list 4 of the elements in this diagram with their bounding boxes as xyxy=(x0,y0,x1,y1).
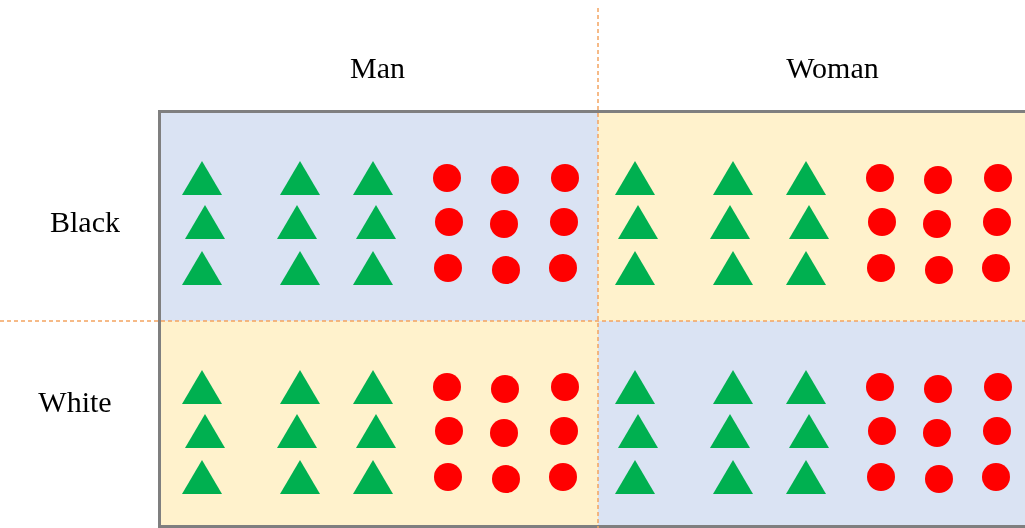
axis-label: Woman xyxy=(785,50,880,86)
axis-label: Black xyxy=(49,204,121,240)
axis-label: White xyxy=(37,384,113,420)
axis-label: Man xyxy=(349,50,406,86)
